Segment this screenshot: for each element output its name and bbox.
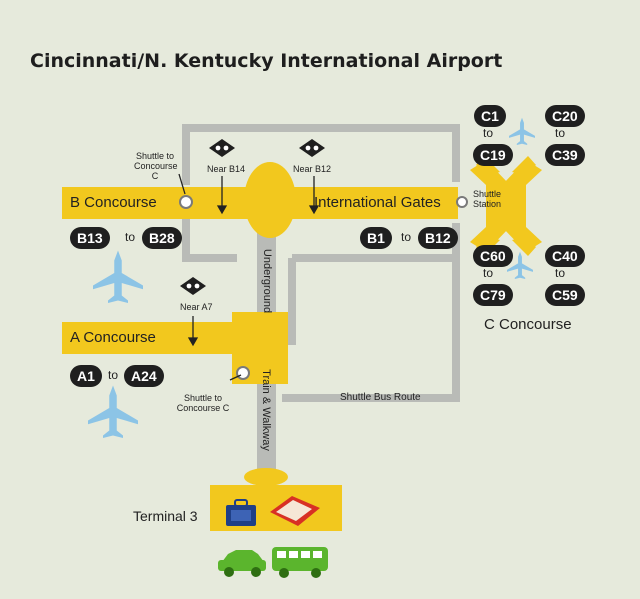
central-hub xyxy=(244,162,296,238)
a-concourse-label: A Concourse xyxy=(70,329,156,346)
shuttle-station-label: Shuttle Station xyxy=(472,189,502,209)
gate-badge-c20: C20 xyxy=(545,105,585,127)
gate-to-c40: to xyxy=(555,266,566,280)
c-concourse-label: C Concourse xyxy=(484,316,572,333)
shuttle-bus-route-label: Shuttle Bus Route xyxy=(340,392,421,403)
gate-badge-a1: A1 xyxy=(70,365,102,387)
gate-badge-b1: B1 xyxy=(360,227,392,249)
restroom-icon xyxy=(209,139,235,157)
gate-to-intl: to xyxy=(401,230,412,244)
near-a7-label: Near A7 xyxy=(180,302,213,312)
gate-badge-c59: C59 xyxy=(545,284,585,306)
gate-badge-a24: A24 xyxy=(124,365,164,387)
gate-to-b: to xyxy=(125,230,136,244)
international-gates-label: International Gates xyxy=(314,194,441,211)
gate-to-c60: to xyxy=(483,266,494,280)
luggage-icon xyxy=(226,499,256,526)
shuttle-to-concourse-c-a-label: Shuttle to Concourse C xyxy=(176,393,230,413)
gate-badge-b28: B28 xyxy=(142,227,182,249)
underground-label: Underground xyxy=(261,248,273,314)
gate-to-a: to xyxy=(108,368,119,382)
car-icon xyxy=(218,550,266,577)
airplane-icon xyxy=(507,251,533,279)
gate-to-c20: to xyxy=(555,126,566,140)
ticket-icon xyxy=(270,496,320,526)
bus-icon xyxy=(272,547,328,578)
gate-badge-c60: C60 xyxy=(473,245,513,267)
shuttle-stop-a xyxy=(236,366,250,380)
gate-badge-c40: C40 xyxy=(545,245,585,267)
terminal-dome xyxy=(244,468,288,486)
near-b14-label: Near B14 xyxy=(207,164,246,174)
terminal-3-label: Terminal 3 xyxy=(133,508,198,524)
gate-badge-b12: B12 xyxy=(418,227,458,249)
gate-badge-c79: C79 xyxy=(473,284,513,306)
a-concourse-bar xyxy=(62,322,248,354)
gate-badge-c39: C39 xyxy=(545,144,585,166)
shuttle-stop-b xyxy=(179,195,193,209)
restroom-icon xyxy=(180,277,206,295)
airplane-icon xyxy=(93,250,143,303)
gate-to-c1: to xyxy=(483,126,494,140)
airplane-icon xyxy=(509,117,535,145)
gate-badge-c19: C19 xyxy=(473,144,513,166)
gate-badge-b13: B13 xyxy=(70,227,110,249)
shuttle-station-c xyxy=(456,196,468,208)
shuttle-to-concourse-c-label: Shuttle to Concourse C xyxy=(134,151,178,181)
restroom-icon xyxy=(299,139,325,157)
airplane-icon xyxy=(88,385,138,438)
gate-badge-c1: C1 xyxy=(474,105,506,127)
train-walkway-label: Train & Walkway xyxy=(260,369,272,451)
pointer-arrows xyxy=(178,173,320,381)
b-concourse-label: B Concourse xyxy=(70,194,157,211)
near-b12-label: Near B12 xyxy=(293,164,332,174)
page-title: Cincinnati/N. Kentucky International Air… xyxy=(30,50,503,72)
